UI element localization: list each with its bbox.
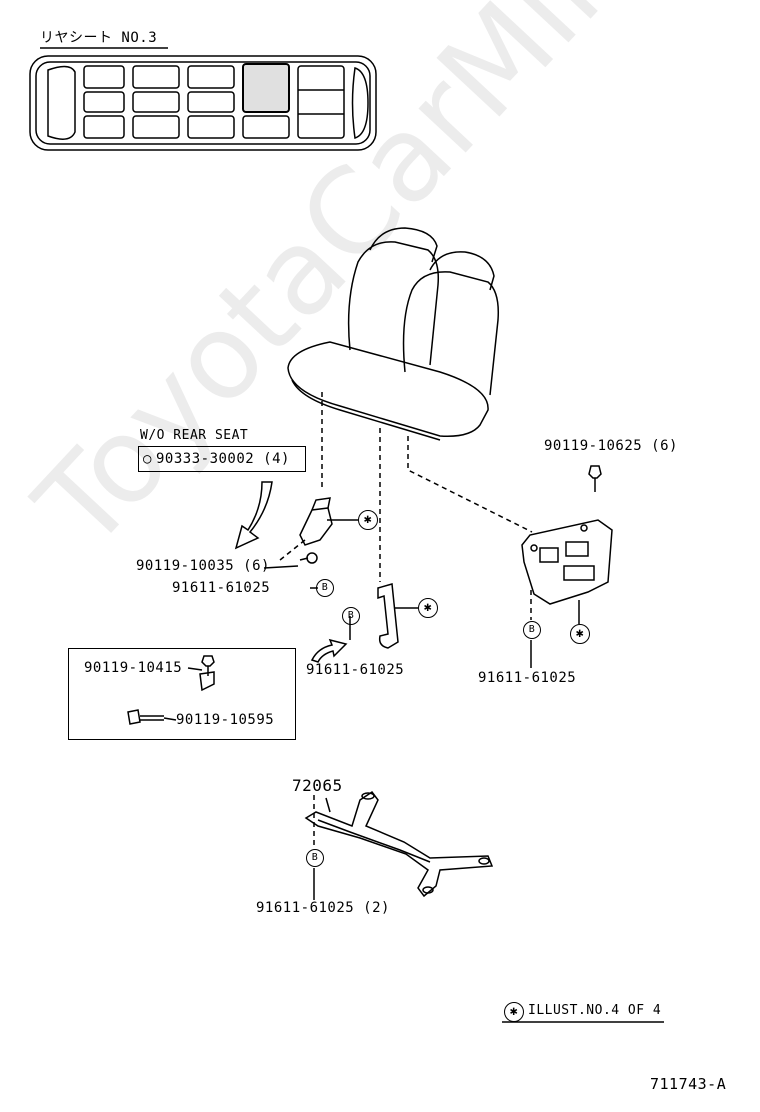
marker-star-left: ✱ [358,510,378,530]
part-91611-61025-frame[interactable]: 91611-61025 (2) [256,900,390,916]
diagram-code: 711743-A [650,1075,727,1093]
wo-rear-seat-title: W/O REAR SEAT [140,428,249,443]
vehicle-layout-map [29,55,377,151]
marker-star-middle: ✱ [418,598,438,618]
alt-bolts-box [68,648,296,740]
leader-lines [279,392,533,848]
section-label: リヤシート NO.3 [40,30,158,46]
bracket-left [299,497,333,564]
seat-illustration [287,227,500,441]
part-90119-10595[interactable]: 90119-10595 [176,712,275,728]
marker-b-frame: B [306,849,324,867]
part-91611-61025-left[interactable]: 91611-61025 [172,580,271,596]
part-91611-61025-right[interactable]: 91611-61025 [478,670,577,686]
part-91611-61025-middle[interactable]: 91611-61025 [306,662,405,678]
part-90333-30002[interactable]: 90333-30002 (4) [156,451,290,467]
marker-star-right: ✱ [570,624,590,644]
box-bolts [127,655,215,725]
bracket-middle [377,583,399,649]
circle-mark-icon: ○ [143,451,152,467]
seat-frame-72065 [304,790,494,898]
part-90119-10625[interactable]: 90119-10625 (6) [544,438,678,454]
arrow-into-box [310,638,348,663]
marker-b-right: B [523,621,541,639]
marker-b-middle: B [342,607,360,625]
part-72065[interactable]: 72065 [292,776,343,795]
label-leaders [263,519,580,900]
marker-star-legend: ✱ [504,1002,524,1022]
arrow-wo-rear-seat [234,481,273,550]
wo-rear-seat-box [138,446,306,472]
marker-b-left: B [316,579,334,597]
bracket-right [521,465,613,605]
part-90119-10035[interactable]: 90119-10035 (6) [136,558,270,574]
part-90119-10415[interactable]: 90119-10415 [84,660,183,676]
illust-reference: ILLUST.NO.4 OF 4 [528,1003,662,1018]
